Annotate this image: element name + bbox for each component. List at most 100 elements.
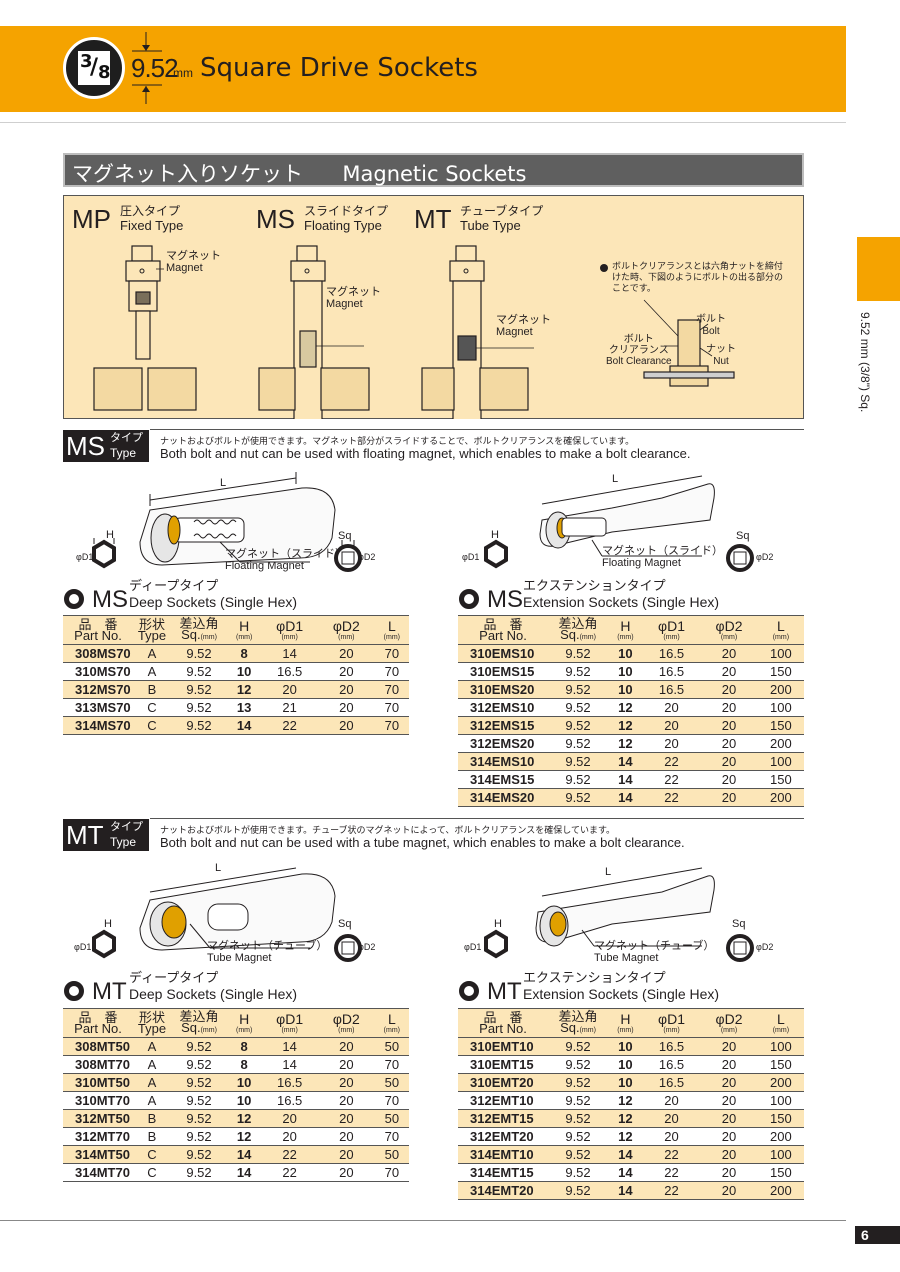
clearance-jp1: ボルト bbox=[623, 334, 654, 345]
cell-d2: 20 bbox=[700, 698, 758, 717]
col-part-en: Part No. bbox=[74, 628, 122, 643]
mt-ext-illustration bbox=[484, 867, 754, 962]
mt-ext-sq-label: Sq bbox=[732, 918, 746, 930]
mt-en: Tube Type bbox=[460, 218, 521, 233]
mt-deep-bullet-icon bbox=[64, 981, 84, 1001]
cell-h: 14 bbox=[227, 716, 262, 735]
cell-l: 200 bbox=[757, 788, 804, 807]
ms-deep-code: MS bbox=[92, 586, 128, 613]
ms-ext-code: MS bbox=[487, 586, 523, 613]
cell-d1: 16.5 bbox=[261, 1091, 318, 1110]
cell-d1: 16.5 bbox=[261, 662, 318, 681]
col-sq-jp: 差込角 bbox=[558, 616, 598, 631]
cell-d1: 20 bbox=[261, 1109, 318, 1128]
bolt-clearance-note: ボルトクリアランスとは六角ナットを締付けた時、下図のようにボルトの出る部分のこと… bbox=[612, 262, 784, 294]
bolt-clearance-label: ボルト クリアランス Bolt Clearance bbox=[606, 334, 672, 367]
cell-l: 200 bbox=[757, 1181, 804, 1200]
cell-d2: 20 bbox=[317, 1091, 375, 1110]
col-sq-unit: (mm) bbox=[200, 1027, 217, 1034]
cell-d1: 22 bbox=[642, 1181, 701, 1200]
ms-ext-h-label: H bbox=[491, 529, 499, 541]
size-dim-arrows bbox=[132, 32, 162, 104]
mt-ext-bullet-icon bbox=[459, 981, 479, 1001]
mt-ext-code: MT bbox=[487, 978, 522, 1005]
ms-deep-bullet-icon bbox=[64, 589, 84, 609]
cell-d2: 20 bbox=[317, 680, 375, 699]
col-l-mm: (mm) bbox=[383, 1027, 400, 1034]
cell-h: 10 bbox=[227, 662, 262, 681]
mt-deep-magnet-label: マグネット（チューブ） Tube Magnet bbox=[207, 940, 327, 964]
cell-l: 150 bbox=[757, 1109, 804, 1128]
bottom-divider bbox=[0, 1220, 846, 1221]
mt-desc-en: Both bolt and nut can be used with a tub… bbox=[160, 835, 685, 850]
col-sq-en: Sq. bbox=[181, 1020, 201, 1035]
col-type-jp: 形状 bbox=[138, 617, 165, 632]
col-d2-mm: (mm) bbox=[338, 634, 355, 641]
cell-l: 200 bbox=[757, 680, 804, 699]
cell-d1: 21 bbox=[261, 698, 318, 717]
cell-sq: 9.52 bbox=[548, 644, 608, 663]
side-tab bbox=[857, 237, 900, 301]
cell-type: C bbox=[133, 1163, 171, 1182]
top-divider bbox=[0, 122, 846, 123]
cell-l: 150 bbox=[757, 770, 804, 789]
fraction-num: 3 bbox=[80, 51, 93, 72]
cell-h: 8 bbox=[227, 644, 262, 663]
col-h-label: H bbox=[239, 1011, 250, 1027]
cell-part: 308MT50 bbox=[63, 1037, 133, 1056]
col-h: H(mm) bbox=[227, 615, 262, 645]
cell-h: 14 bbox=[227, 1145, 262, 1164]
cell-part: 312MT70 bbox=[63, 1127, 133, 1146]
cell-d1: 22 bbox=[261, 716, 318, 735]
cell-part: 310EMS15 bbox=[458, 662, 548, 681]
mt-deep-illustration bbox=[92, 867, 362, 962]
cell-part: 310EMT20 bbox=[458, 1073, 548, 1092]
ms-ext-bullet-icon bbox=[459, 589, 479, 609]
col-l: L(mm) bbox=[757, 615, 804, 645]
socket-cross-sections bbox=[93, 245, 735, 419]
mp-jp: 圧入タイプ bbox=[120, 204, 181, 218]
cell-l: 50 bbox=[374, 1145, 409, 1164]
mp-en: Fixed Type bbox=[120, 218, 184, 233]
cell-l: 150 bbox=[757, 662, 804, 681]
cell-h: 14 bbox=[608, 1181, 643, 1200]
cell-d2: 20 bbox=[700, 788, 758, 807]
fraction-den: 8 bbox=[98, 62, 111, 83]
cell-part: 310MT70 bbox=[63, 1091, 133, 1110]
cell-l: 100 bbox=[757, 1091, 804, 1110]
mt-ext-d1-label: φD1 bbox=[464, 942, 482, 952]
mt-deep-d1-label: φD1 bbox=[74, 942, 92, 952]
col-d2-label: φD2 bbox=[715, 618, 743, 634]
col-part-jp: 品 番 bbox=[483, 617, 523, 632]
cell-d1: 20 bbox=[261, 1127, 318, 1146]
cell-d2: 20 bbox=[700, 1163, 758, 1182]
col-d1-label: φD1 bbox=[658, 1011, 686, 1027]
cell-part: 312EMT15 bbox=[458, 1109, 548, 1128]
mt-type-rule bbox=[150, 818, 804, 819]
col-sq-en: Sq. bbox=[181, 627, 201, 642]
cell-d1: 16.5 bbox=[642, 1073, 701, 1092]
cell-d1: 20 bbox=[642, 1109, 701, 1128]
mt-desc-jp: ナットおよびボルトが使用できます。チューブ状のマグネットによって、ボルトクリアラ… bbox=[160, 826, 616, 836]
cell-part: 314MT70 bbox=[63, 1163, 133, 1182]
cell-type: A bbox=[133, 662, 171, 681]
mt-code: MT bbox=[414, 204, 452, 234]
col-type-en: Type bbox=[137, 1021, 167, 1036]
ms-type-en: Type bbox=[110, 446, 137, 460]
mt-jp: チューブタイプ bbox=[460, 204, 544, 218]
mp-magnet-en: Magnet bbox=[166, 262, 203, 274]
cell-d2: 20 bbox=[317, 1145, 375, 1164]
cell-l: 50 bbox=[374, 1109, 409, 1128]
cell-l: 70 bbox=[374, 662, 409, 681]
cell-h: 13 bbox=[227, 698, 262, 717]
cell-type: B bbox=[133, 680, 171, 699]
cell-d1: 22 bbox=[261, 1145, 318, 1164]
